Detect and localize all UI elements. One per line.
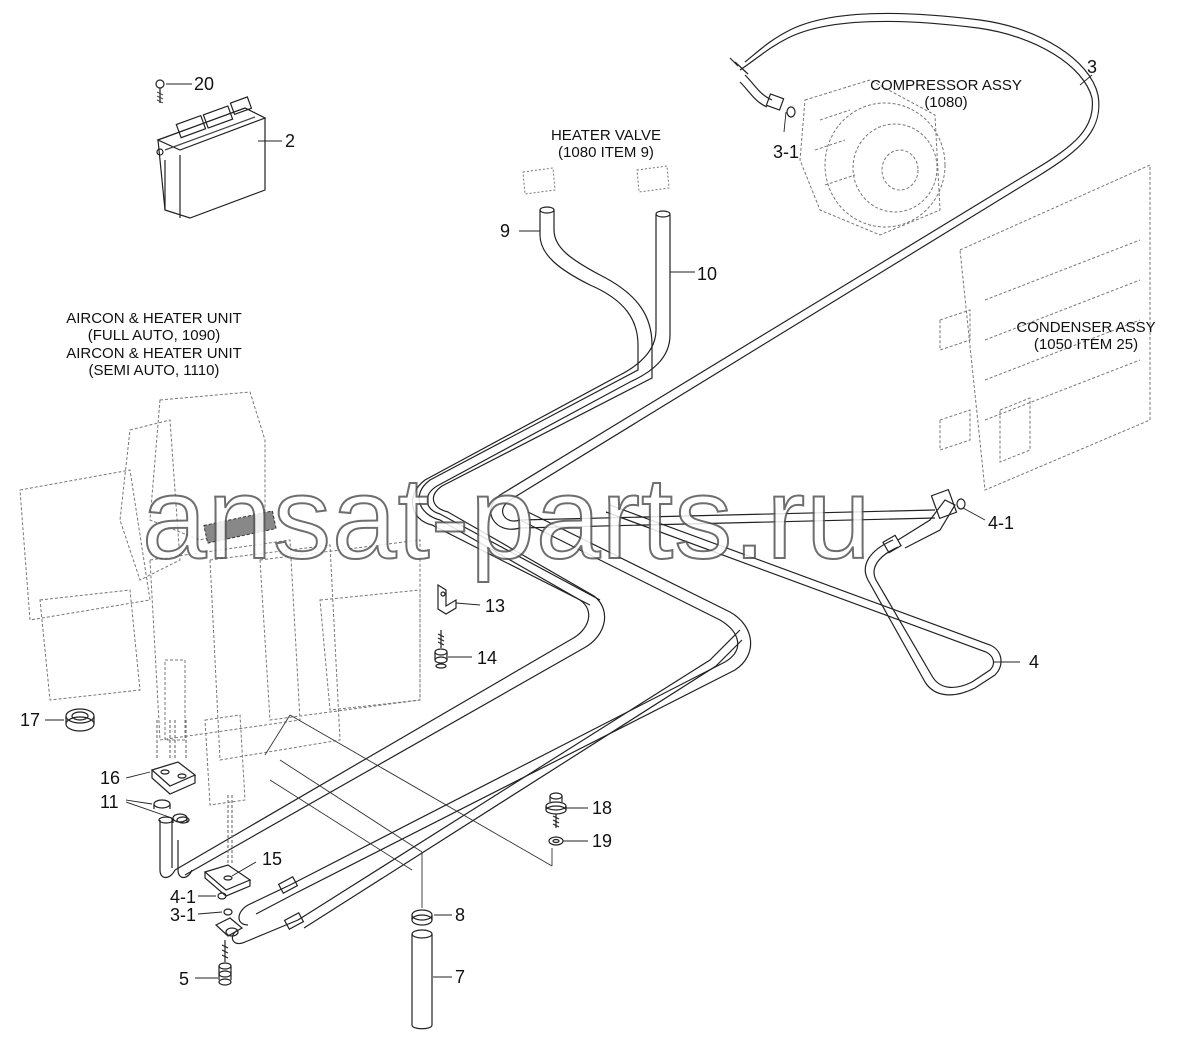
callout-4: 4 xyxy=(1029,652,1040,672)
callout-16: 16 xyxy=(100,768,121,788)
bracket-13 xyxy=(437,583,457,615)
o-rings-lower xyxy=(217,892,233,916)
plate-16 xyxy=(150,720,197,795)
callout-3-1-top: 3-1 xyxy=(773,142,800,162)
heater-valve-fittings xyxy=(522,165,670,195)
callout-11: 11 xyxy=(100,792,119,812)
control-panel xyxy=(156,96,267,219)
caption-aircon-full-auto: AIRCON & HEATER UNIT(FULL AUTO, 1090) xyxy=(66,310,242,344)
screw-20 xyxy=(155,79,165,104)
fitting-block xyxy=(214,917,244,937)
callout-9: 9 xyxy=(500,221,511,241)
o-ring-4-1-top xyxy=(956,498,966,510)
caption-condenser-assy: CONDENSER ASSY(1050 ITEM 25) xyxy=(1016,319,1156,353)
bolt-5 xyxy=(218,940,232,986)
callout-3: 3 xyxy=(1087,57,1098,77)
grommet-17 xyxy=(65,708,95,732)
condenser-assy xyxy=(939,164,1151,491)
pipe-4 xyxy=(605,488,1002,696)
pipe-3 xyxy=(490,12,1100,530)
callout-3-1-bottom: 3-1 xyxy=(170,905,197,925)
compressor-assy xyxy=(799,79,946,236)
bolt-14 xyxy=(434,630,448,669)
aircon-heater-unit xyxy=(19,391,421,806)
callout-4-1-top: 4-1 xyxy=(988,513,1015,533)
hose-10 xyxy=(411,210,671,606)
caption-aircon-semi-auto: AIRCON & HEATER UNIT(SEMI AUTO, 1110) xyxy=(66,345,242,379)
watermark-text: ansat-parts.ru xyxy=(141,453,872,583)
plate-15 xyxy=(203,795,252,897)
caption-heater-valve: HEATER VALVE(1080 ITEM 9) xyxy=(550,127,662,161)
clamp-8 xyxy=(411,909,433,926)
callout-4-1-bottom: 4-1 xyxy=(170,887,197,907)
callout-14: 14 xyxy=(477,648,498,668)
bolt-18 xyxy=(545,792,567,828)
callout-13: 13 xyxy=(485,596,506,616)
clamp-11 xyxy=(153,799,188,823)
callout-15: 15 xyxy=(262,849,283,869)
guide-lines xyxy=(264,714,553,908)
callout-7: 7 xyxy=(455,967,466,987)
callout-18: 18 xyxy=(592,798,613,818)
o-ring-3-1 xyxy=(786,106,796,118)
leader-lines xyxy=(45,74,1093,979)
hose-ends xyxy=(158,816,193,879)
callout-5: 5 xyxy=(179,969,190,989)
callout-8: 8 xyxy=(455,905,466,925)
pipe-run-main xyxy=(231,511,752,945)
washer-19 xyxy=(548,836,564,846)
callout-20: 20 xyxy=(194,74,215,94)
callout-17: 17 xyxy=(20,710,41,730)
callout-2: 2 xyxy=(285,131,296,151)
hose-9 xyxy=(174,206,653,876)
hose-7 xyxy=(411,929,433,1030)
callout-19: 19 xyxy=(592,831,613,851)
caption-compressor-assy: COMPRESSOR ASSY(1080) xyxy=(870,77,1022,111)
callout-10: 10 xyxy=(697,264,718,284)
